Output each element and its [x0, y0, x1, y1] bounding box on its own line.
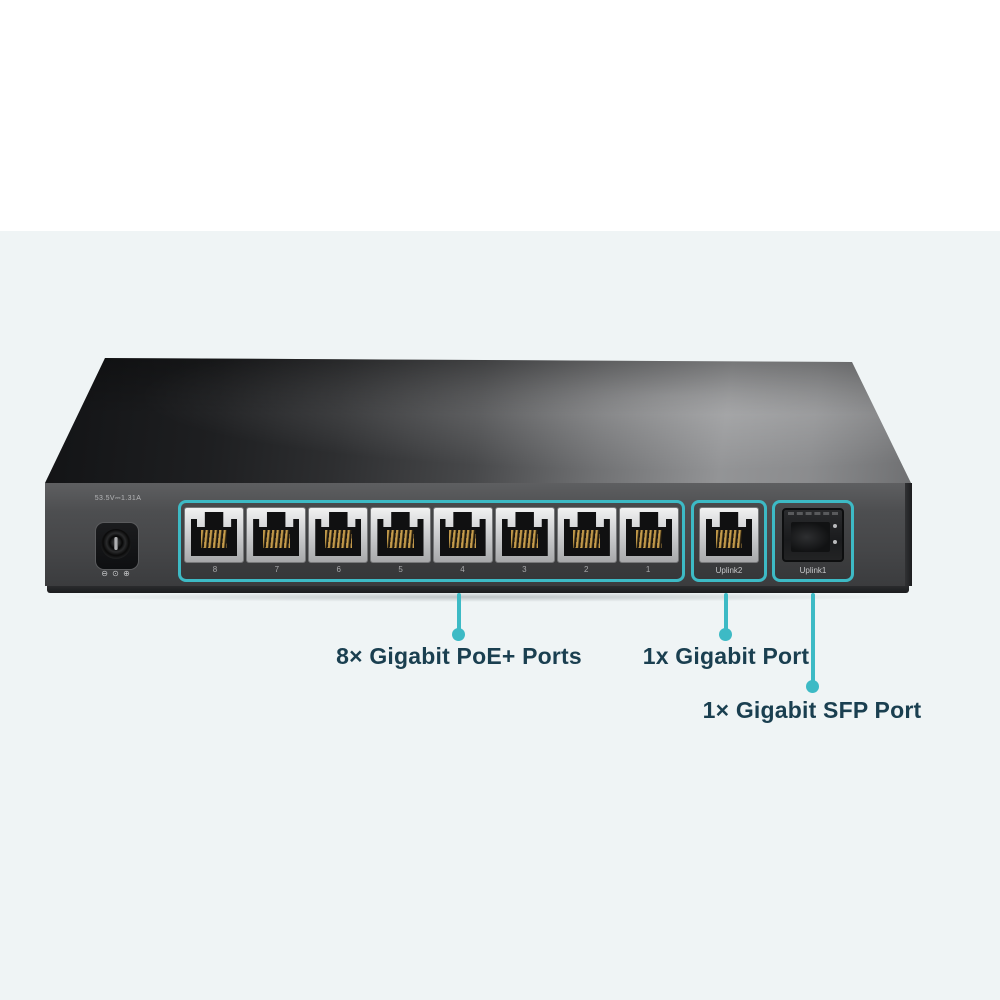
- rj45-pins: [387, 529, 414, 548]
- switch-front-panel: 53.5V⎓1.31A ⊖ ⊙ ⊕ 8 7 6 5 4: [45, 483, 912, 586]
- sfp-leader-dot: [806, 680, 819, 693]
- rj45-port-2: [556, 507, 617, 563]
- rj45-pins: [511, 529, 539, 548]
- poe-port-numbers: 8 7 6 5 4 3 2 1: [181, 565, 682, 574]
- gigabit-leader-line: [724, 593, 728, 633]
- sfp-opening: [791, 522, 830, 552]
- rj45-uplink2-port: [699, 507, 759, 563]
- dc-center-pin: [114, 537, 118, 550]
- rj45-pins: [324, 529, 352, 548]
- power-spec-label: 53.5V⎓1.31A: [94, 495, 142, 502]
- port-number: 6: [336, 565, 341, 574]
- rj45-pins: [715, 529, 743, 548]
- port-number: 5: [398, 565, 403, 574]
- sfp-leader-line: [811, 593, 815, 685]
- uplink2-label: Uplink2: [715, 566, 743, 575]
- rj45-port-7: [246, 507, 307, 563]
- gigabit-leader-dot: [719, 628, 732, 641]
- sfp-port-callout: 1× Gigabit SFP Port: [702, 697, 922, 723]
- uplink1-label: Uplink1: [799, 566, 827, 575]
- port-number: 2: [583, 565, 589, 574]
- rj45-pins: [635, 529, 663, 548]
- poe-leader-line: [457, 593, 461, 633]
- poe-ports-callout: 8× Gigabit PoE+ Ports: [336, 643, 582, 669]
- rj45-port-3: [494, 507, 555, 563]
- poe-ports-group: 8 7 6 5 4 3 2 1: [178, 500, 685, 582]
- background-top-band: [0, 0, 1000, 231]
- network-switch: 53.5V⎓1.31A ⊖ ⊙ ⊕ 8 7 6 5 4: [45, 358, 912, 602]
- poe-ports-row: [181, 503, 682, 563]
- switch-top-surface: [45, 358, 911, 483]
- sfp-slot: [782, 508, 844, 562]
- rj45-pins: [200, 529, 228, 548]
- switch-bottom-edge: [47, 586, 909, 593]
- rj45-port-6: [308, 507, 369, 563]
- port-number: 8: [212, 565, 218, 574]
- rj45-pins: [262, 529, 290, 548]
- poe-leader-dot: [452, 628, 465, 641]
- switch-right-edge: [905, 483, 912, 586]
- uplink2-port-group: Uplink2: [691, 500, 767, 582]
- port-number: 4: [460, 565, 465, 574]
- sfp-latch-dot: [833, 540, 837, 544]
- port-number: 1: [645, 565, 651, 574]
- dc-power-jack: [95, 522, 139, 570]
- uplink1-sfp-group: Uplink1: [772, 500, 854, 582]
- rj45-port-4: [432, 507, 493, 563]
- rj45-port-1: [618, 507, 679, 563]
- sfp-latch-dot: [833, 524, 837, 528]
- device-shadow: [55, 592, 905, 602]
- port-number: 3: [522, 565, 527, 574]
- gigabit-port-callout: 1x Gigabit Port: [642, 643, 810, 669]
- rj45-port-8: [184, 507, 245, 563]
- sfp-cage-top-edge: [788, 512, 838, 515]
- rj45-pins: [449, 529, 476, 548]
- rj45-port-5: [370, 507, 431, 563]
- rj45-pins: [573, 529, 601, 548]
- port-number: 7: [274, 565, 280, 574]
- polarity-icons: ⊖ ⊙ ⊕: [101, 569, 131, 578]
